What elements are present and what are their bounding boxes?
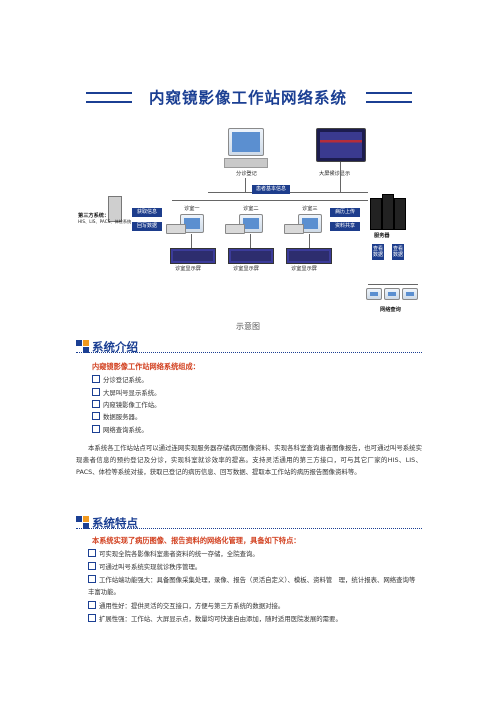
section-intro-heading: 系统介绍	[76, 338, 422, 356]
big-screen-label: 大屏候诊显示	[319, 171, 351, 177]
room2-label: 诊室二	[243, 206, 259, 212]
title-deco-right	[366, 92, 412, 103]
server-icon	[370, 198, 382, 230]
feature-item: 可通过叫号系统实现就诊秩序管理。	[88, 561, 418, 573]
room3-printer-icon	[284, 224, 304, 234]
diagram-caption: 示意图	[236, 322, 260, 331]
page-title: 内窥镜影像工作站网络系统	[148, 89, 347, 107]
network-query-label: 网络查询	[380, 307, 401, 313]
registration-label: 分诊登记	[236, 171, 257, 177]
section-features-rule	[76, 528, 422, 529]
feature-item: 通用性好：提供灵活的交互接口，方便与第三方系统的数据对接。	[88, 600, 418, 612]
intro-subheading: 内窥镜影像工作站网络系统组成：	[92, 362, 200, 371]
section-squares-icon	[76, 516, 90, 530]
network-diagram: 分诊登记 大屏候诊显示 患者基本信息 第三方系统： HIS、LIS、PACS、体…	[76, 120, 422, 318]
title-row: 内窥镜影像工作站网络系统	[0, 86, 496, 110]
room1-display-panel	[170, 248, 216, 264]
patient-info-box: 患者基本信息	[252, 185, 290, 194]
section-squares-icon	[76, 340, 90, 354]
room1-display-label: 诊室显示屏	[175, 266, 201, 272]
section-features-title: 系统特点	[92, 516, 138, 530]
feature-item: 工作站端功能强大：具备图像采集处理，录像、报告（灵活自定义）、模板、资料管 理，…	[88, 575, 416, 596]
room1-label: 诊室一	[184, 206, 200, 212]
browse-data-box-1: 查看数据	[372, 244, 384, 260]
get-info-box: 获取信息	[132, 208, 162, 217]
room2-printer-icon	[225, 224, 245, 234]
browse-data-box-2: 查看数据	[392, 244, 404, 260]
room1-printer-icon	[166, 224, 186, 234]
title-deco-left	[86, 92, 132, 103]
room3-label: 诊室三	[302, 206, 318, 212]
intro-item: 分诊登记系统。	[92, 375, 148, 384]
feature-item: 扩展性强：工作站、大屏显示点，数量均可快速自由添加，随时适用医院发展的需要。	[88, 613, 418, 625]
intro-item: 内窥镜影像工作站。	[92, 400, 161, 409]
third-party-label: 第三方系统：	[78, 213, 110, 219]
intro-item: 数据服务器。	[92, 412, 141, 421]
section-intro-rule	[76, 352, 422, 353]
third-party-server-icon	[108, 196, 122, 222]
features-subheading: 本系统实现了病历图像、报告资料的网络化管理，具备如下特点：	[92, 536, 301, 545]
section-features-heading: 系统特点	[76, 514, 422, 532]
upload-box: 病历上传	[330, 208, 360, 217]
feature-item: 可实现全院各影像科室患者资料的统一存储，全院查询。	[88, 548, 418, 560]
third-party-systems: HIS、LIS、PACS、体检系统	[78, 219, 132, 224]
room3-display-panel	[286, 248, 332, 264]
intro-paragraph: 本系统各工作站站点可以通过连网实现服务器存储病历图像资料、实现各科室查询患者图像…	[76, 444, 422, 476]
intro-item: 大屏叫号显示系统。	[92, 388, 161, 397]
section-intro-title: 系统介绍	[92, 340, 138, 354]
intro-item: 网络查询系统。	[92, 425, 148, 434]
room2-display-panel	[228, 248, 274, 264]
return-data-box: 回写数据	[132, 222, 162, 231]
share-box: 资料共享	[330, 222, 360, 231]
room2-display-label: 诊室显示屏	[233, 266, 259, 272]
room3-display-label: 诊室显示屏	[291, 266, 317, 272]
server-label: 服务器	[374, 233, 390, 239]
